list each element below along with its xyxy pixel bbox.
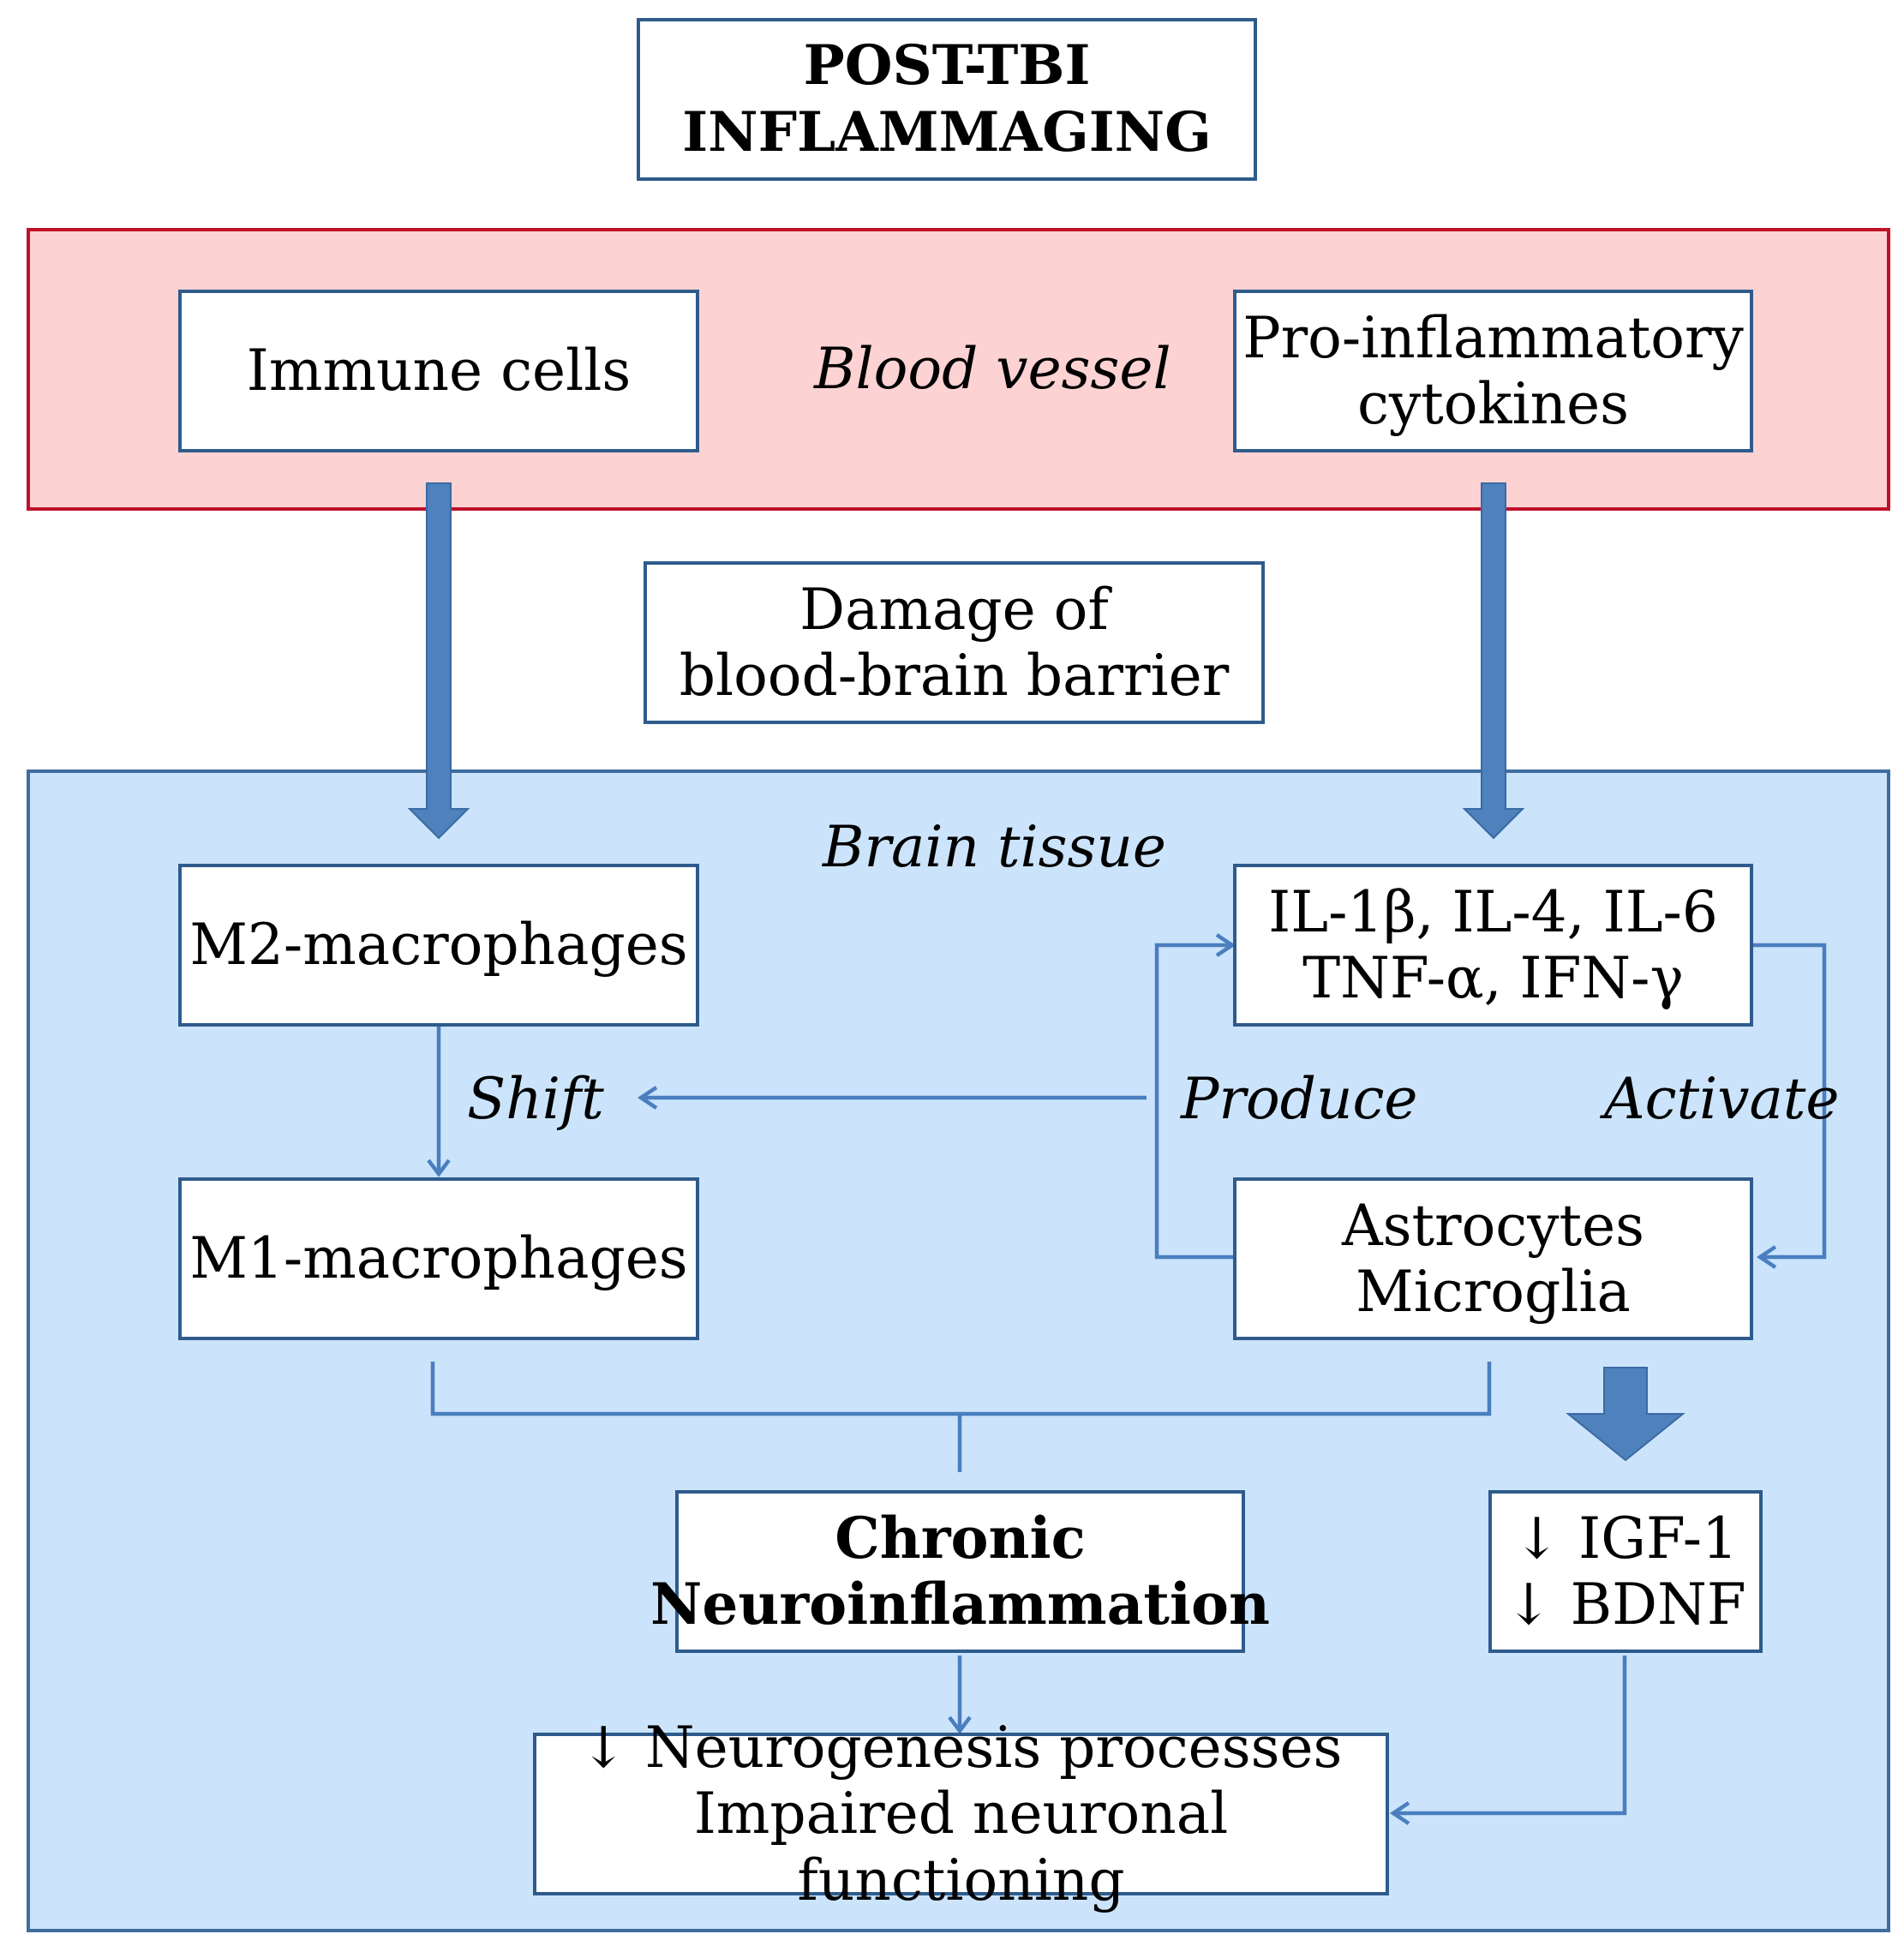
growth-factors-box: ↓ IGF-1 ↓ BDNF <box>1488 1490 1763 1653</box>
immune-cells-arrow <box>407 482 470 840</box>
produce-loop-connector <box>1154 943 1236 1260</box>
glia-box: Astrocytes Microglia <box>1233 1177 1753 1340</box>
outcome-arrowhead <box>948 1715 972 1734</box>
cytokines-box: Pro-inflammatory cytokines <box>1233 290 1753 452</box>
neuronal-outcome-box: ↓ Neurogenesis processes Impaired neuron… <box>533 1715 1389 1913</box>
outcome-line1: ↓ Neurogenesis processes <box>579 1715 1343 1781</box>
growth-arrowhead <box>1389 1801 1410 1825</box>
shift-label: Shift <box>467 1066 604 1132</box>
glia-line1: Astrocytes <box>1341 1192 1645 1259</box>
glia-line2: Microglia <box>1356 1259 1631 1325</box>
growth-to-outcome-connector <box>1395 1656 1627 1816</box>
title-box: POST-TBI INFLAMMAGING <box>637 18 1257 181</box>
outcome-line2: Impaired neuronal functioning <box>693 1781 1229 1913</box>
title-line2: INFLAMMAGING <box>682 100 1212 165</box>
immune-cells-label: Immune cells <box>246 338 632 404</box>
produce-label: Produce <box>1181 1066 1418 1132</box>
growth-line1: ↓ IGF-1 <box>1512 1505 1739 1572</box>
m1-label: M1-macrophages <box>189 1225 688 1292</box>
activate-loop-connector <box>1753 943 1827 1260</box>
chronic-neuroinflammation-box: Chronic Neuroinflammation <box>650 1490 1270 1653</box>
shift-left-arrowhead <box>637 1086 658 1110</box>
brain-tissue-label: Brain tissue <box>823 814 1166 880</box>
glia-to-growth-arrow <box>1566 1367 1685 1462</box>
shift-arrowhead <box>427 1159 451 1177</box>
bbb-line2: blood-brain barrier <box>679 643 1230 709</box>
m2-macrophages-box: M2-macrophages <box>178 864 699 1027</box>
m1-macrophages-box: M1-macrophages <box>178 1177 699 1340</box>
title-line1: POST-TBI <box>803 33 1091 98</box>
bbb-damage-box: Damage of blood-brain barrier <box>644 561 1265 724</box>
produce-arrowhead <box>1215 933 1236 957</box>
bbb-line1: Damage of <box>799 576 1109 643</box>
growth-line2: ↓ BDNF <box>1505 1572 1746 1638</box>
activate-arrowhead <box>1756 1245 1777 1269</box>
interleukins-box: IL-1β, IL-4, IL-6 TNF-α, IFN-γ <box>1233 864 1753 1027</box>
blood-vessel-label: Blood vessel <box>814 336 1171 402</box>
interleukins-line1: IL-1β, IL-4, IL-6 <box>1268 878 1718 945</box>
merge-bracket <box>430 1362 1492 1416</box>
chronic-line2: Neuroinflammation <box>650 1571 1270 1638</box>
cytokines-line1: Pro-inflammatory <box>1242 304 1744 371</box>
cytokines-arrow <box>1462 482 1525 840</box>
cytokines-line2: cytokines <box>1356 371 1630 437</box>
m2-label: M2-macrophages <box>189 912 688 979</box>
interleukins-line2: TNF-α, IFN-γ <box>1302 945 1684 1011</box>
activate-label: Activate <box>1604 1066 1840 1132</box>
immune-cells-box: Immune cells <box>178 290 699 452</box>
chronic-line1: Chronic <box>835 1504 1086 1572</box>
